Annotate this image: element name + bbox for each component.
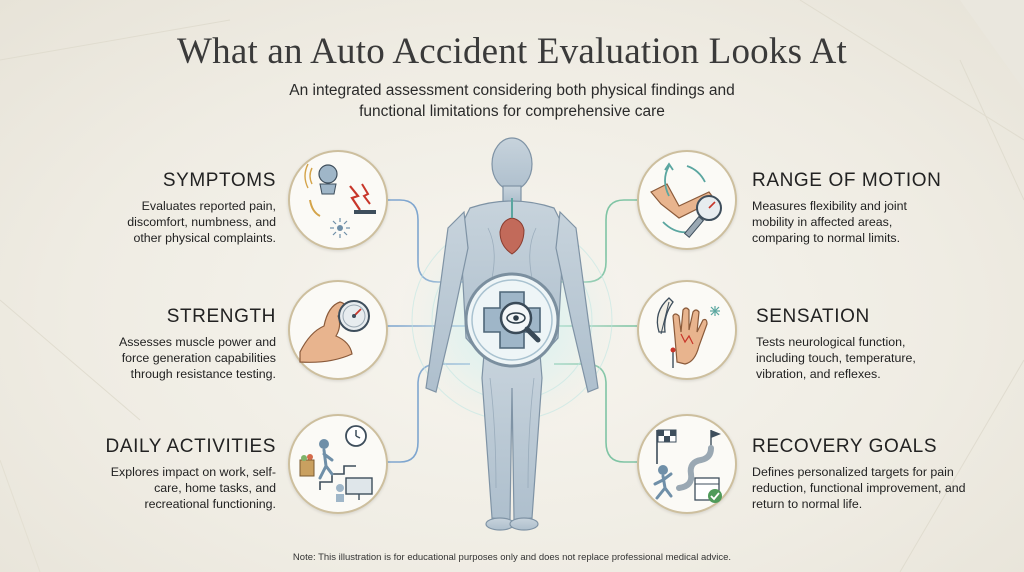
sensation-heading: SENSATION bbox=[756, 306, 870, 327]
goal-flag-icon bbox=[653, 429, 722, 503]
disclaimer-note: Note: This illustration is for education… bbox=[292, 552, 732, 563]
page-title: What an Auto Accident Evaluation Looks A… bbox=[177, 31, 847, 72]
daily-activities-icon bbox=[288, 414, 388, 514]
strength-description: Assesses muscle power and force generati… bbox=[118, 335, 276, 381]
activities-icon bbox=[299, 425, 373, 502]
recovery-goals-section: RECOVERY GOALS Defines personalized targ… bbox=[752, 436, 982, 512]
hand-feather-icon bbox=[656, 297, 720, 368]
flexed-arm-icon bbox=[299, 300, 370, 363]
daily-activities-description: Explores impact on work, self-care, home… bbox=[110, 465, 276, 511]
recovery-goals-description: Defines personalized targets for pain re… bbox=[752, 465, 966, 511]
daily-activities-heading: DAILY ACTIVITIES bbox=[105, 436, 276, 457]
sensation-icon bbox=[637, 280, 737, 380]
strength-icon bbox=[288, 280, 388, 380]
page-subtitle: An integrated assessment considering bot… bbox=[289, 82, 735, 120]
symptoms-description: Evaluates reported pain, discomfort, num… bbox=[127, 199, 276, 245]
symptoms-heading: SYMPTOMS bbox=[162, 170, 276, 191]
symptoms-icon bbox=[288, 150, 388, 250]
head-pain-icon bbox=[304, 163, 376, 238]
range-of-motion-section: RANGE OF MOTION Measures flexibility and… bbox=[752, 170, 952, 246]
daily-activities-section: DAILY ACTIVITIES Explores impact on work… bbox=[98, 436, 276, 512]
recovery-goals-icon bbox=[637, 414, 737, 514]
sensation-description: Tests neurological function, including t… bbox=[756, 335, 916, 381]
range-of-motion-heading: RANGE OF MOTION bbox=[752, 170, 942, 191]
range-of-motion-description: Measures flexibility and joint mobility … bbox=[752, 199, 907, 245]
human-body-illustration bbox=[397, 137, 627, 531]
sensation-section: SENSATION Tests neurological function, i… bbox=[756, 306, 946, 382]
strength-heading: STRENGTH bbox=[166, 306, 276, 327]
symptoms-section: SYMPTOMS Evaluates reported pain, discom… bbox=[118, 170, 276, 246]
goniometer-arm-icon bbox=[650, 162, 722, 239]
range-of-motion-icon bbox=[637, 150, 737, 250]
strength-section: STRENGTH Assesses muscle power and force… bbox=[98, 306, 276, 382]
recovery-goals-heading: RECOVERY GOALS bbox=[752, 436, 938, 457]
